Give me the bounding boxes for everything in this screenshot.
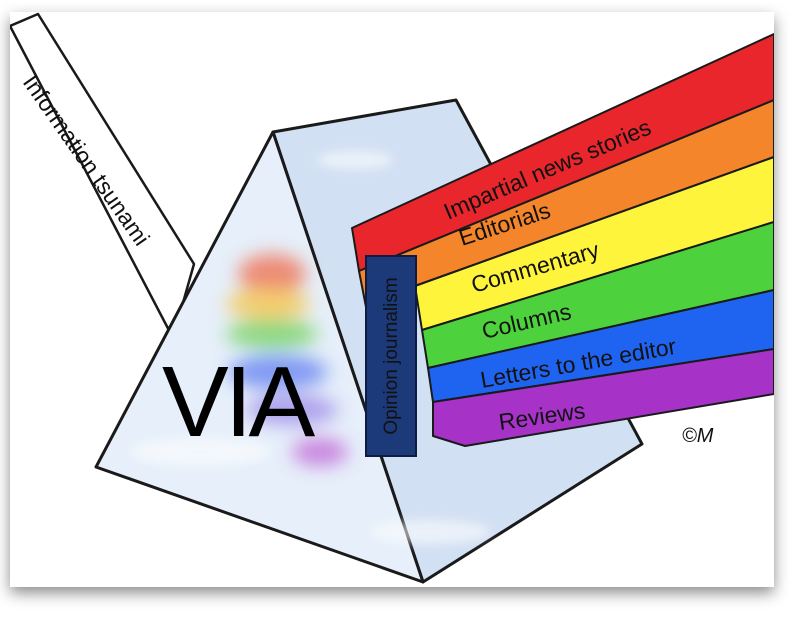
prism-inner-spectrum — [226, 254, 348, 466]
prism-highlights — [130, 151, 490, 544]
band-commentary-shape — [414, 156, 774, 331]
band-impartial-news-shape — [351, 33, 774, 272]
prism-diagram: Information tsunami VIA — [10, 12, 774, 584]
band-columns: Columns — [421, 221, 774, 369]
band-letters-shape — [427, 289, 774, 403]
input-beam-shape — [10, 12, 196, 340]
artist-signature: ©M — [682, 425, 714, 447]
band-reviews: Reviews — [432, 348, 774, 447]
opinion-journalism-group: Opinion journalism — [365, 255, 417, 457]
input-beam: Information tsunami — [10, 12, 196, 340]
band-reviews-shape — [432, 348, 774, 447]
prism-label: VIA — [162, 346, 315, 458]
band-columns-shape — [421, 221, 774, 369]
diagram-frame: Information tsunami VIA — [10, 12, 774, 587]
opinion-journalism-box — [365, 255, 417, 457]
opinion-journalism-label: Opinion journalism — [381, 277, 402, 434]
